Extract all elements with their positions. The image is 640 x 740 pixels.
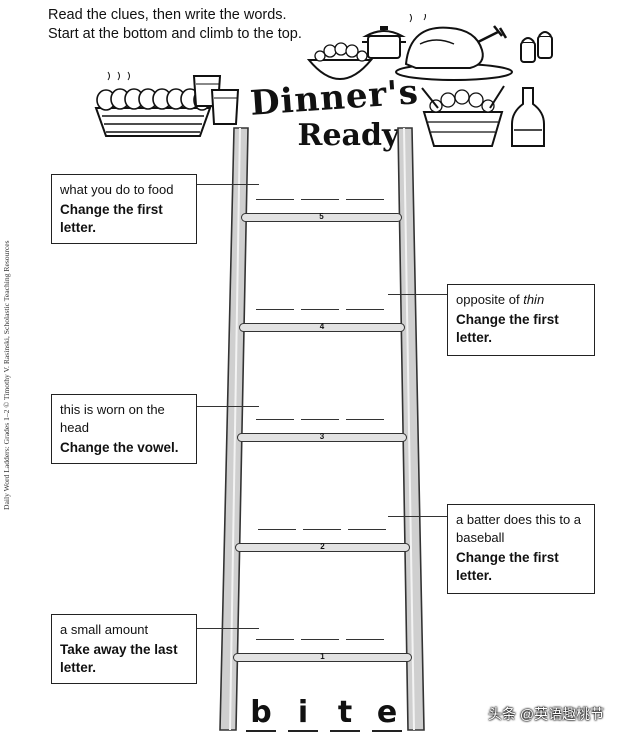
ladder-rung: 1: [233, 652, 412, 662]
clue-instruction: Take away the last letter.: [60, 642, 178, 675]
start-word-letter: i: [288, 696, 318, 732]
ladder-rung: 5: [241, 212, 402, 222]
connector-line: [197, 628, 259, 629]
answer-blanks-2[interactable]: [258, 528, 386, 530]
start-word: b i t e: [246, 696, 402, 732]
page-title: Dinner's Ready: [249, 72, 420, 153]
clue-instruction: Change the first letter.: [456, 550, 559, 583]
clue-box-2: a batter does this to a baseball Change …: [447, 504, 595, 594]
connector-line: [388, 294, 448, 295]
ladder-rung: 2: [235, 542, 410, 552]
clue-instruction: Change the first letter.: [456, 312, 559, 345]
answer-blanks-1[interactable]: [256, 638, 384, 640]
clue-box-1: a small amount Take away the last letter…: [51, 614, 197, 684]
ladder-rung: 3: [237, 432, 407, 442]
clue-box-3: this is worn on the head Change the vowe…: [51, 394, 197, 464]
salt-shaker-icon: [520, 37, 536, 63]
pepper-shaker-icon: [537, 31, 553, 59]
clue-box-4: opposite of thin Change the first letter…: [447, 284, 595, 356]
start-word-letter: b: [246, 696, 276, 732]
connector-line: [197, 184, 259, 185]
clue-text: opposite of thin: [456, 292, 545, 307]
watermark: 头条 @英语趣桃节: [488, 706, 605, 722]
instruction-line-2: Start at the bottom and climb to the top…: [48, 26, 302, 42]
connector-line: [388, 516, 448, 517]
instruction-line-1: Read the clues, then write the words.: [48, 7, 287, 23]
answer-blanks-4[interactable]: [256, 308, 384, 310]
start-word-letter: e: [372, 696, 402, 732]
connector-line: [197, 406, 259, 407]
clue-instruction: Change the vowel.: [60, 440, 179, 455]
roast-turkey-icon: [395, 14, 513, 81]
clue-text: a small amount: [60, 622, 149, 637]
clue-instruction: Change the first letter.: [60, 202, 163, 235]
wine-bottle-icon: [511, 87, 545, 147]
clue-text: a batter does this to a baseball: [456, 512, 582, 545]
clue-text: what you do to food: [60, 182, 174, 197]
answer-blanks-3[interactable]: [256, 418, 384, 420]
ladder-rung: 4: [239, 322, 405, 332]
clue-text: this is worn on the head: [60, 402, 165, 435]
instructions: Read the clues, then write the words. St…: [48, 6, 302, 44]
glasses-icon: [192, 75, 240, 125]
salad-bowl-icon: [306, 42, 374, 80]
pasta-bowl-icon: [421, 85, 505, 147]
pot-icon: [362, 26, 406, 59]
title-line-2: Ready: [297, 118, 400, 153]
start-word-letter: t: [330, 696, 360, 732]
clue-box-5: what you do to food Change the first let…: [51, 174, 197, 244]
answer-blanks-5[interactable]: [256, 198, 384, 200]
clue-text-emphasis: thin: [523, 292, 545, 307]
